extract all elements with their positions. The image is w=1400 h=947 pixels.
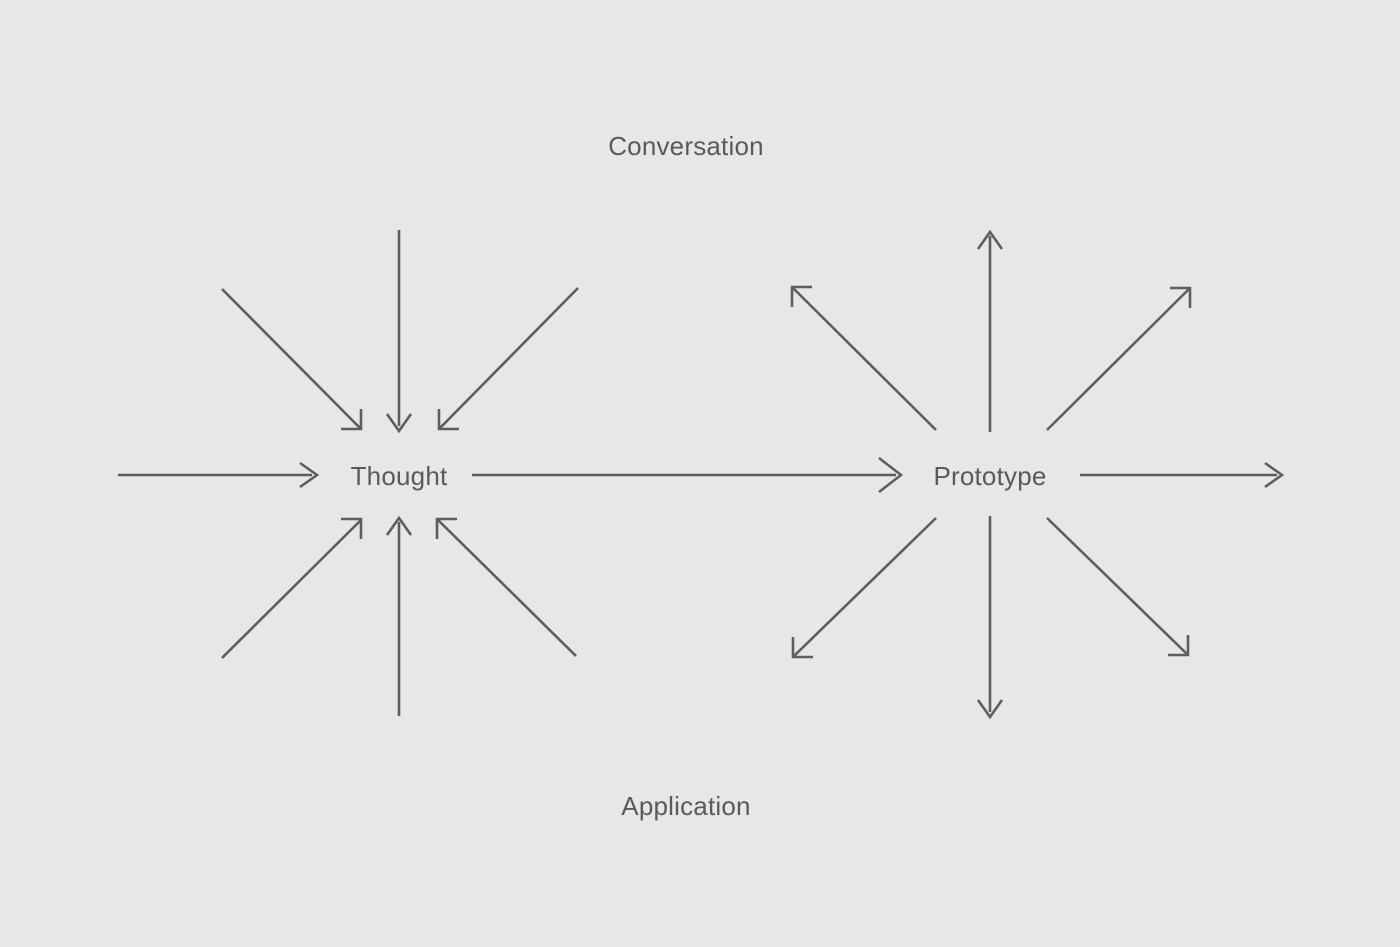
edge-thought-in-northwest: [221, 288, 363, 431]
edge-thought-in-northeast: [437, 287, 579, 431]
edge-thought-in-south: [385, 515, 413, 716]
edge-prototype-out-northeast: [1046, 286, 1192, 431]
edge-prototype-out-southwest: [791, 517, 937, 659]
node-label-thought: Thought: [351, 461, 448, 491]
edge-thought-to-prototype: [472, 456, 904, 494]
edge-thought-in-southeast: [435, 517, 577, 657]
edge-outbound-right: [1080, 461, 1285, 489]
edge-prototype-out-southeast: [1046, 517, 1190, 657]
edge-prototype-out-northwest: [790, 285, 937, 431]
edge-thought-in-north: [385, 230, 413, 434]
edge-inbound-left: [118, 461, 320, 489]
axis-label-conversation: Conversation: [608, 131, 764, 161]
edge-prototype-out-south: [976, 516, 1004, 720]
edge-thought-in-southwest: [221, 517, 363, 659]
edge-prototype-out-north: [976, 229, 1004, 432]
axis-label-application: Application: [621, 791, 750, 821]
node-label-prototype: Prototype: [933, 461, 1046, 491]
